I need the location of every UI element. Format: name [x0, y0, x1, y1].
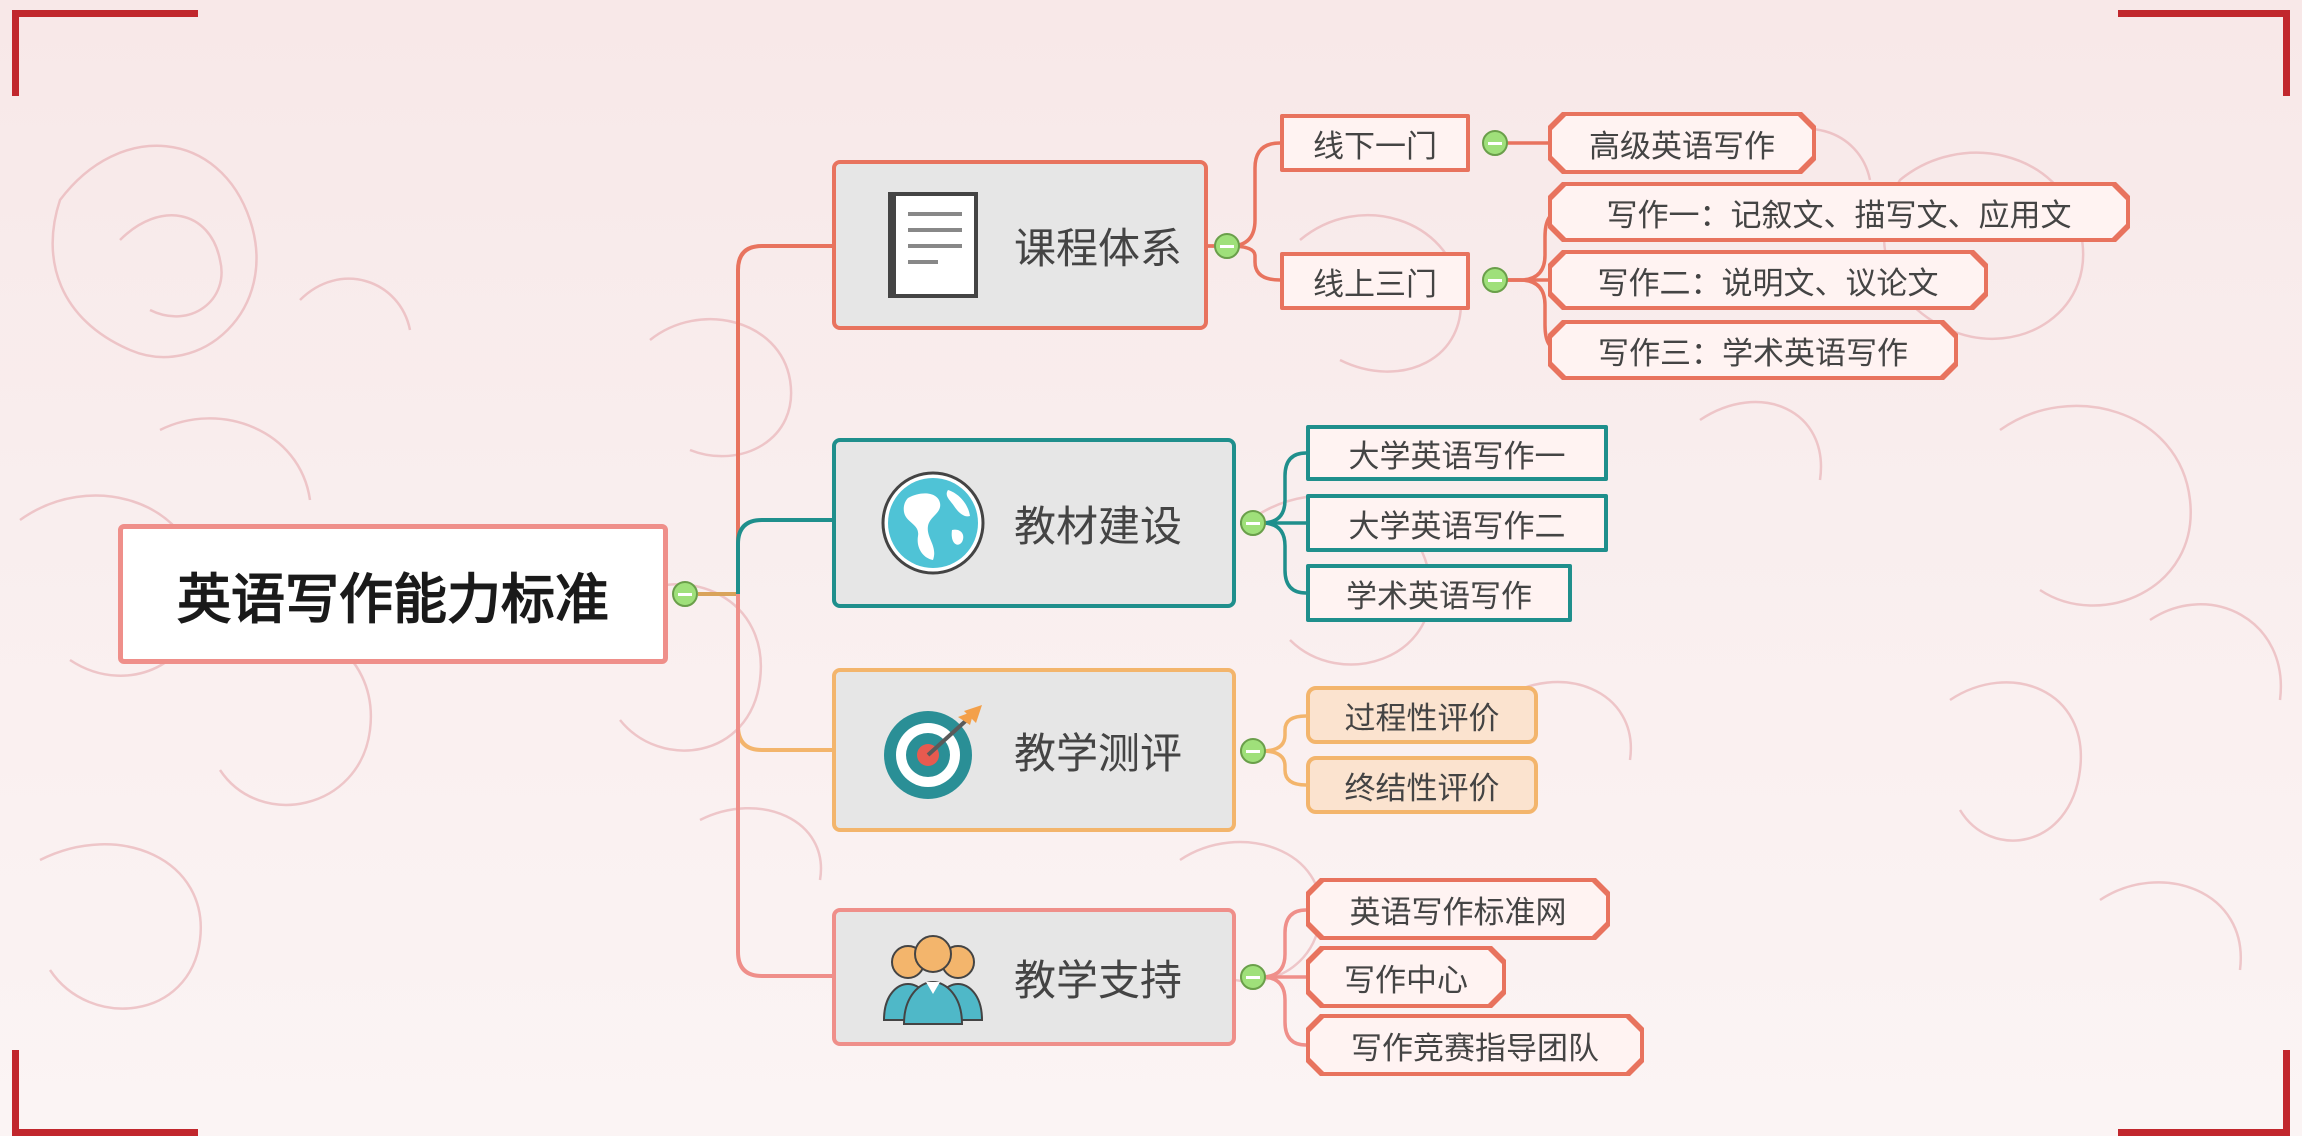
subnode-offline[interactable]: 线下一门: [1280, 114, 1470, 172]
collapse-toggle-icon[interactable]: [1214, 233, 1240, 259]
leaf-label: 高级英语写作: [1589, 128, 1775, 165]
corner-bracket: [2118, 1129, 2290, 1136]
leaf-competition-team[interactable]: 写作竞赛指导团队: [1310, 1018, 1640, 1072]
corner-bracket: [12, 10, 19, 96]
leaf-writing-center[interactable]: 写作中心: [1310, 950, 1502, 1004]
branch-label: 教材建设: [1014, 501, 1183, 551]
collapse-toggle-icon[interactable]: [1240, 738, 1266, 764]
leaf-label: 大学英语写作二: [1348, 508, 1566, 545]
corner-bracket: [2118, 10, 2290, 17]
leaf-label: 写作中心: [1344, 962, 1468, 999]
subnode-online[interactable]: 线上三门: [1280, 252, 1470, 310]
corner-bracket: [2283, 1050, 2290, 1136]
leaf-standards-website[interactable]: 英语写作标准网: [1310, 882, 1606, 936]
leaf-writing-1[interactable]: 写作一：记叙文、描写文、应用文: [1552, 186, 2126, 238]
branch-assessment[interactable]: 教学测评: [832, 668, 1236, 832]
leaf-label: 大学英语写作一: [1348, 438, 1566, 475]
collapse-toggle-icon[interactable]: [1482, 130, 1508, 156]
leaf-label: 英语写作标准网: [1349, 894, 1567, 931]
leaf-writing-3[interactable]: 写作三：学术英语写作: [1552, 324, 1954, 376]
corner-bracket: [12, 1129, 198, 1136]
leaf-label: 过程性评价: [1344, 700, 1500, 737]
corner-bracket: [12, 10, 198, 17]
collapse-toggle-icon[interactable]: [1240, 510, 1266, 536]
leaf-process-evaluation[interactable]: 过程性评价: [1306, 686, 1538, 744]
corner-bracket: [12, 1050, 19, 1136]
corner-bracket: [2283, 10, 2290, 96]
leaf-summative-evaluation[interactable]: 终结性评价: [1306, 756, 1538, 814]
leaf-label: 写作一：记叙文、描写文、应用文: [1606, 197, 2072, 234]
branch-teaching-support[interactable]: 教学支持: [832, 908, 1236, 1046]
collapse-toggle-icon[interactable]: [1240, 964, 1266, 990]
globe-icon: [881, 471, 985, 575]
collapse-toggle-icon[interactable]: [672, 581, 698, 607]
leaf-label: 写作竞赛指导团队: [1351, 1030, 1599, 1067]
leaf-textbook-3[interactable]: 学术英语写作: [1306, 564, 1572, 622]
leaf-label: 写作二：说明文、议论文: [1597, 265, 1939, 302]
branch-textbooks[interactable]: 教材建设: [832, 438, 1236, 608]
root-label: 英语写作能力标准: [177, 566, 609, 631]
leaf-advanced-writing[interactable]: 高级英语写作: [1552, 116, 1812, 170]
collapse-toggle-icon[interactable]: [1482, 267, 1508, 293]
root-node[interactable]: 英语写作能力标准: [118, 524, 668, 664]
branch-label: 教学支持: [1014, 955, 1183, 1005]
leaf-label: 写作三：学术英语写作: [1598, 335, 1908, 372]
branch-label: 教学测评: [1014, 728, 1183, 778]
target-icon: [884, 705, 982, 799]
leaf-textbook-1[interactable]: 大学英语写作一: [1306, 425, 1608, 481]
leaf-label: 学术英语写作: [1346, 578, 1532, 615]
branch-course-system[interactable]: 课程体系: [832, 160, 1208, 330]
team-icon: [882, 935, 984, 1025]
document-icon: [888, 192, 978, 298]
branch-label: 课程体系: [1014, 223, 1183, 273]
leaf-textbook-2[interactable]: 大学英语写作二: [1306, 494, 1608, 552]
subnode-label: 线下一门: [1313, 128, 1437, 165]
subnode-label: 线上三门: [1313, 266, 1437, 303]
leaf-label: 终结性评价: [1344, 770, 1500, 807]
leaf-writing-2[interactable]: 写作二：说明文、议论文: [1552, 254, 1984, 306]
